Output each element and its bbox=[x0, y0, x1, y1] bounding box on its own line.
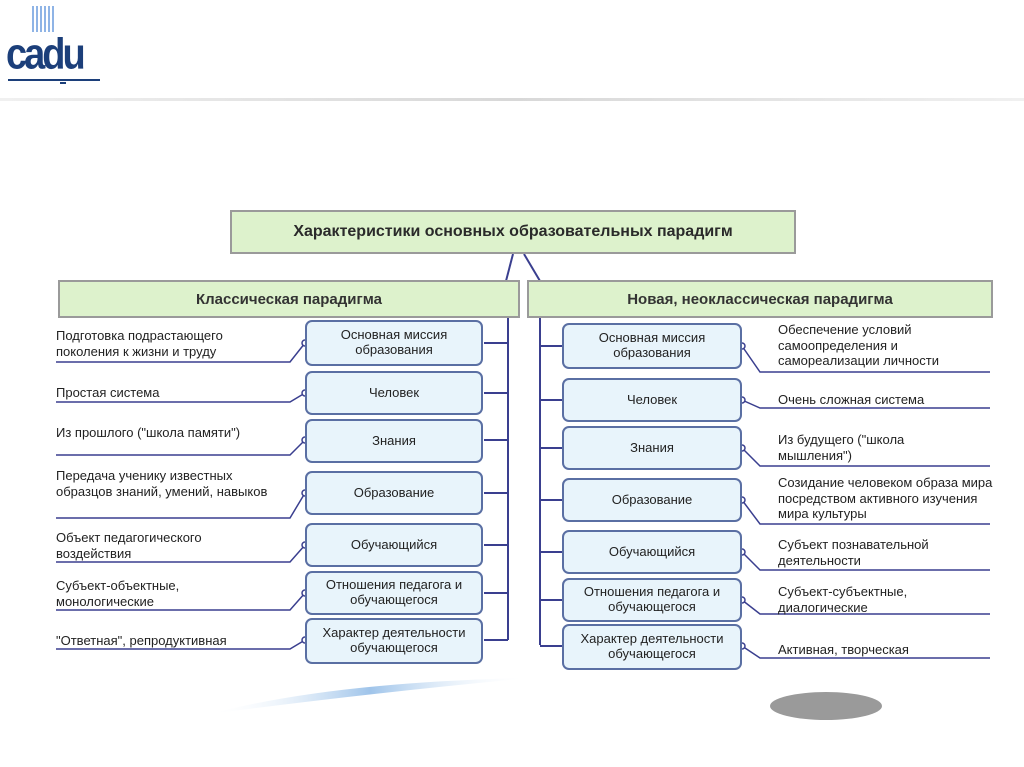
title-connector-right bbox=[523, 253, 541, 282]
logo-stripes bbox=[32, 6, 54, 32]
left-value-relations: Субъект-объектные, монологические bbox=[56, 578, 180, 609]
left-category-learner: Обучающийся bbox=[305, 523, 483, 567]
right-category-relations: Отношения педагога и обучающегося bbox=[562, 578, 742, 622]
left-category-activity: Характер деятельности обучающегося bbox=[305, 618, 483, 664]
left-value-education: Передача ученику известных образцов знан… bbox=[56, 468, 268, 499]
right-value-person: Очень сложная система bbox=[778, 392, 925, 407]
sadu-logo: cadu bbox=[4, 4, 100, 84]
diagram-title: Характеристики основных образовательных … bbox=[230, 210, 796, 254]
right-value-activity: Активная, творческая bbox=[778, 642, 909, 657]
right-category-person: Человек bbox=[562, 378, 742, 422]
logo-dot bbox=[60, 82, 66, 84]
left-category-person: Человек bbox=[305, 371, 483, 415]
right-value-knowledge: Из будущего ("школа мышления") bbox=[778, 432, 905, 463]
left-category-education: Образование bbox=[305, 471, 483, 515]
header-divider bbox=[0, 98, 1024, 101]
left-category-knowledge: Знания bbox=[305, 419, 483, 463]
right-value-mission: Обеспечение условий самоопределения и са… bbox=[778, 322, 939, 369]
header-classical: Классическая парадигма bbox=[58, 280, 520, 318]
left-value-learner: Объект педагогического воздействия bbox=[56, 530, 202, 561]
decorative-swoosh bbox=[210, 678, 530, 714]
right-category-knowledge: Знания bbox=[562, 426, 742, 470]
right-category-activity: Характер деятельности обучающегося bbox=[562, 624, 742, 670]
left-category-relations: Отношения педагога и обучающегося bbox=[305, 571, 483, 615]
right-value-education: Созидание человеком образа мира посредст… bbox=[778, 475, 993, 522]
right-category-learner: Обучающийся bbox=[562, 530, 742, 574]
title-connector-left bbox=[505, 253, 514, 282]
left-category-mission: Основная миссия образования bbox=[305, 320, 483, 366]
left-value-activity: "Ответная", репродуктивная bbox=[56, 633, 227, 648]
logo-text: cadu bbox=[6, 30, 86, 80]
decorative-oval bbox=[770, 692, 882, 720]
left-value-person: Простая система bbox=[56, 385, 160, 400]
right-value-relations: Субъект-субъектные, диалогические bbox=[778, 584, 908, 615]
right-category-education: Образование bbox=[562, 478, 742, 522]
logo-underline bbox=[8, 79, 100, 81]
right-category-mission: Основная миссия образования bbox=[562, 323, 742, 369]
left-value-mission: Подготовка подрастающего поколения к жиз… bbox=[56, 328, 223, 359]
left-value-knowledge: Из прошлого ("школа памяти") bbox=[56, 425, 241, 440]
right-value-learner: Субъект познавательной деятельности bbox=[778, 537, 929, 568]
header-neoclassical: Новая, неоклассическая парадигма bbox=[527, 280, 993, 318]
